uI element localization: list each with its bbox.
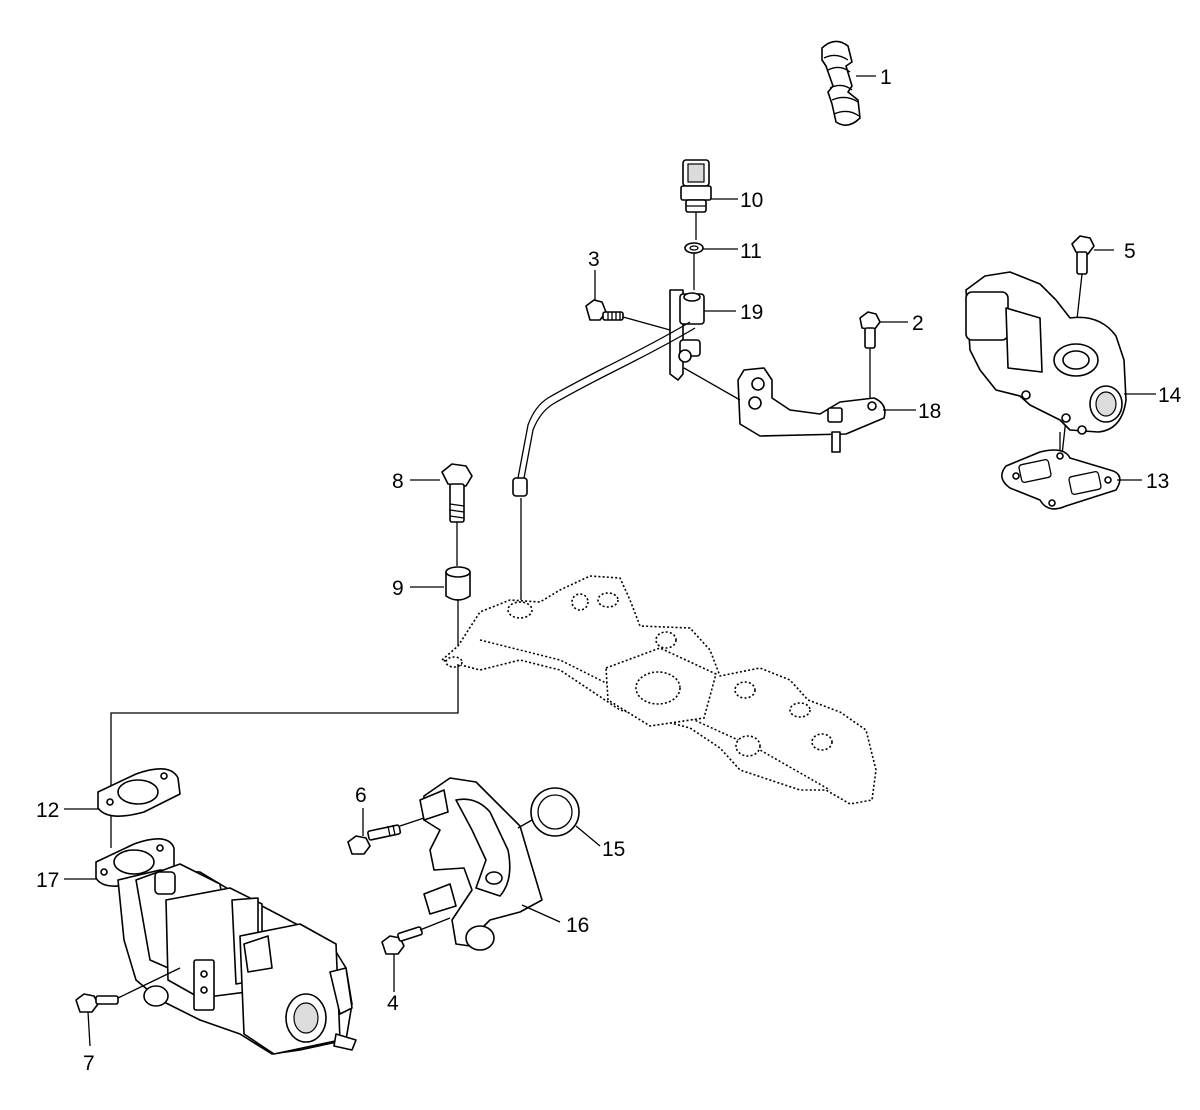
- callout-4: 4: [387, 992, 399, 1015]
- callout-11: 11: [740, 240, 762, 263]
- callout-6: 6: [355, 784, 367, 807]
- part-19-pipe-block[interactable]: [669, 289, 705, 381]
- callout-15: 15: [602, 838, 625, 861]
- part-15-o-ring[interactable]: [530, 787, 580, 837]
- part-2-bolt[interactable]: [859, 311, 881, 349]
- callout-8: 8: [392, 470, 404, 493]
- callout-2: 2: [912, 312, 924, 335]
- callout-12: 12: [36, 799, 59, 822]
- callout-16: 16: [566, 914, 589, 937]
- callout-19: 19: [740, 301, 763, 324]
- part-3-bolt[interactable]: [585, 299, 624, 321]
- part-16-egr-housing[interactable]: [419, 777, 543, 951]
- callout-10: 10: [740, 189, 763, 212]
- callout-14: 14: [1158, 384, 1182, 407]
- part-10-sensor[interactable]: [680, 159, 712, 213]
- egr-pressure-pipe: [512, 321, 696, 497]
- part-13-gasket[interactable]: [1001, 449, 1121, 510]
- callout-5: 5: [1124, 240, 1136, 263]
- callout-13: 13: [1146, 470, 1169, 493]
- callout-18: 18: [918, 400, 941, 423]
- part-6-bolt[interactable]: [347, 824, 402, 855]
- part-9-spacer[interactable]: [445, 566, 471, 601]
- callout-3: 3: [588, 248, 600, 271]
- part-4-bolt[interactable]: [381, 926, 423, 955]
- exhaust-manifold: [441, 575, 877, 805]
- part-14-egr-valve[interactable]: [965, 271, 1127, 435]
- callout-7: 7: [83, 1052, 95, 1075]
- callout-9: 9: [392, 577, 404, 600]
- callout-1: 1: [880, 66, 892, 89]
- part-18-bracket[interactable]: [737, 367, 886, 453]
- part-5-bolt[interactable]: [1071, 235, 1095, 275]
- part-8-bolt[interactable]: [441, 463, 473, 523]
- part-1-fitting[interactable]: [821, 40, 861, 126]
- part-12-gasket[interactable]: [97, 768, 181, 817]
- egr-cooler: [117, 863, 357, 1055]
- part-11-washer[interactable]: [684, 242, 704, 254]
- part-7-bolt[interactable]: [75, 993, 119, 1013]
- callout-17: 17: [36, 869, 59, 892]
